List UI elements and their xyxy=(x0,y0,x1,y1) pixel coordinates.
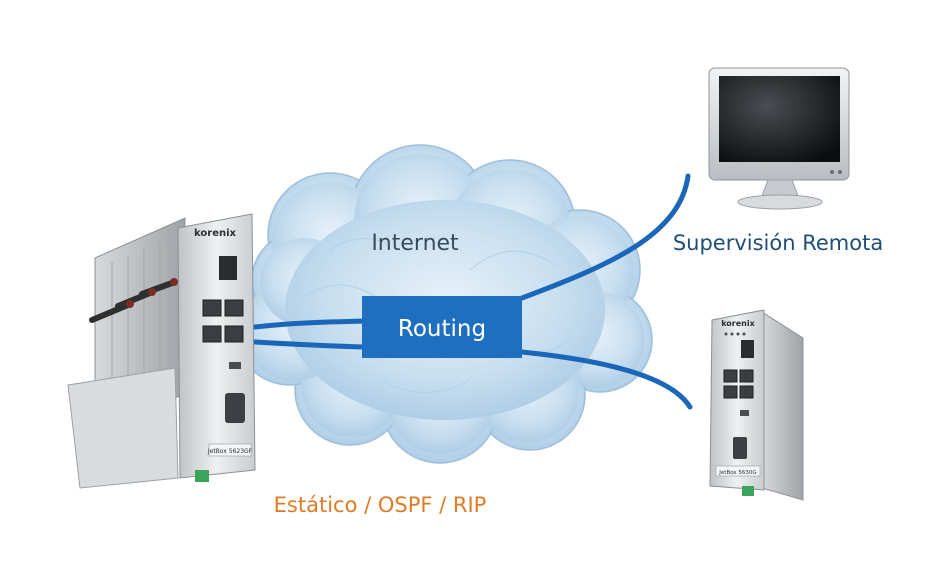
main-device: korenix JetBox 5623GF xyxy=(67,213,256,489)
link-secondary xyxy=(519,349,693,410)
secondary-device: korenix JetBox 5630G xyxy=(709,309,804,501)
main-device-model: JetBox 5623GF xyxy=(207,448,253,455)
links xyxy=(252,173,693,410)
secondary-device-model: JetBox 5630G xyxy=(718,470,756,476)
protocols-label: Estático / OSPF / RIP xyxy=(274,493,487,517)
link-remote xyxy=(519,173,691,301)
link-main-upper xyxy=(252,318,368,330)
routing-box: Routing xyxy=(362,296,522,358)
monitor-icon xyxy=(708,67,850,210)
main-device-brand: korenix xyxy=(194,228,237,239)
link-main-lower xyxy=(252,339,368,350)
secondary-device-brand: korenix xyxy=(721,319,755,328)
routing-label: Routing xyxy=(398,316,486,342)
cloud-label: Internet xyxy=(371,231,459,256)
remote-label: Supervisión Remota xyxy=(673,231,883,255)
